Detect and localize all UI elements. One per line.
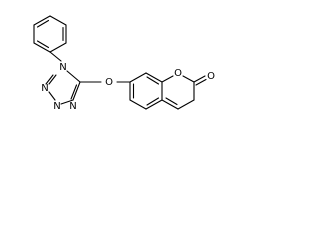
atom-label-n2: N (41, 83, 48, 94)
atom-label-n3: N (53, 101, 60, 112)
atom-label-carbonyl-oxygen: O (207, 71, 215, 82)
molecule-structure-diagram: N N N N O O O (33, 15, 215, 112)
bond-carbonyl-double-a (193, 75, 206, 83)
coumarin-benzene-ring (129, 72, 163, 110)
atom-label-ring-oxygen: O (174, 68, 182, 79)
atom-label-n1: N (59, 62, 66, 73)
tetrazole-ring (45, 70, 81, 105)
bond-carbonyl-double-b (195, 78, 207, 86)
pyranone-ring (161, 75, 195, 110)
phenyl-ring (33, 15, 67, 53)
bond-phenyl-n1 (49, 51, 62, 62)
atom-label-n4: N (69, 101, 76, 112)
atom-label-ether-oxygen: O (105, 77, 113, 88)
